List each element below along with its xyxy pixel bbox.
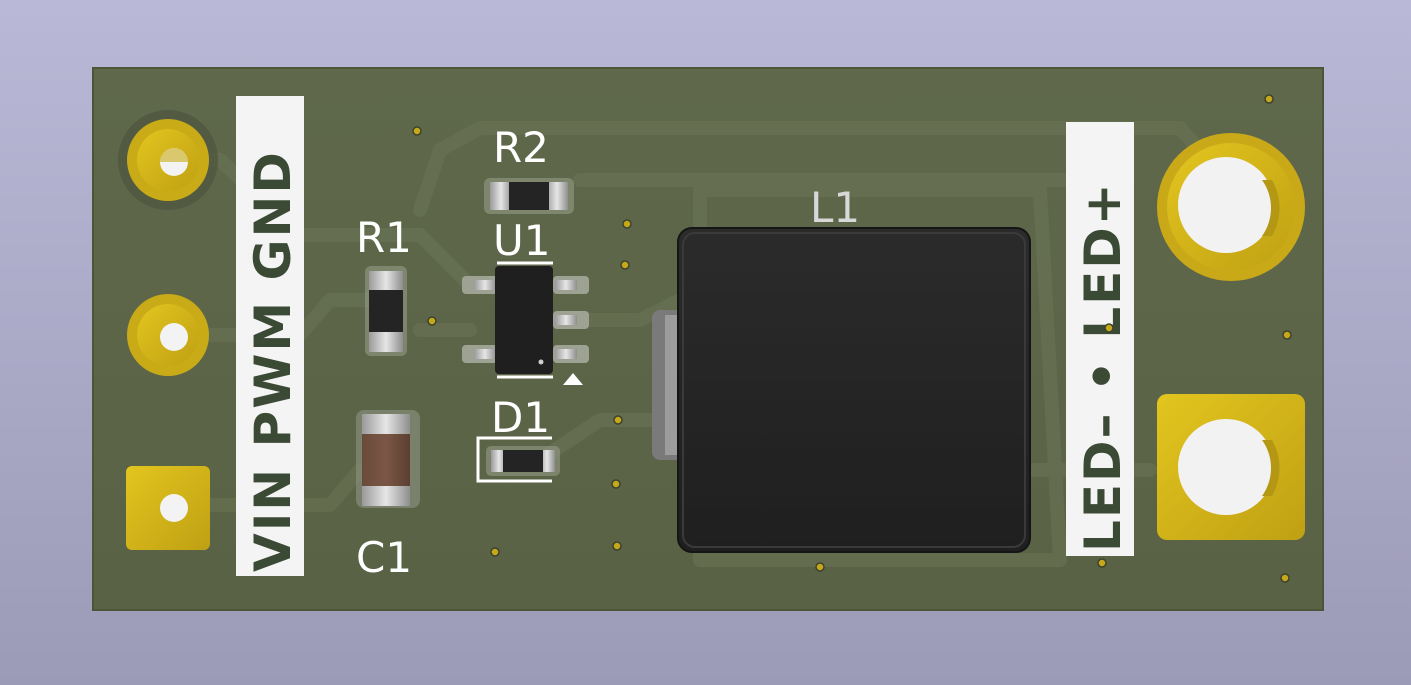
inductor-l1: L1 (652, 183, 1031, 553)
right-label-strip: LED– • LED+ (1066, 122, 1134, 556)
capacitor-c1: C1 (356, 410, 420, 582)
left-connector-label: VIN PWM GND (244, 150, 302, 572)
resistor-r2: R2 (484, 123, 574, 214)
left-label-strip: VIN PWM GND (236, 96, 304, 576)
diode-d1: D1 (476, 393, 560, 483)
connector-left-pads (118, 110, 218, 550)
c1-label: C1 (356, 533, 412, 582)
ic-u1: U1 (462, 216, 589, 385)
d1-label: D1 (491, 393, 550, 442)
u1-label: U1 (493, 216, 550, 265)
connector-right-pads (1157, 133, 1305, 540)
r2-label: R2 (493, 123, 549, 172)
l1-label: L1 (810, 183, 860, 232)
right-connector-label: LED– • LED+ (1074, 181, 1132, 552)
vias (412, 94, 1292, 583)
resistor-r1: R1 (356, 213, 412, 356)
r1-label: R1 (356, 213, 412, 262)
